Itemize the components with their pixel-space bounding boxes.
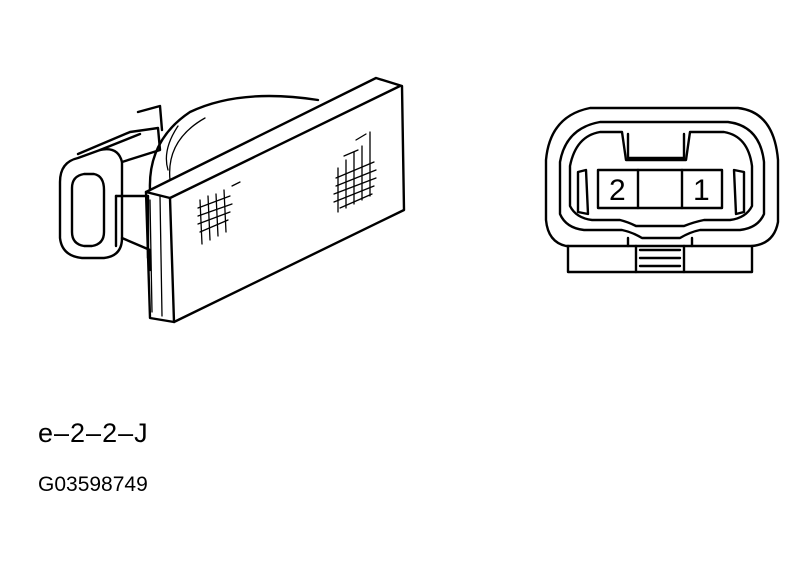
pin-1: 1: [680, 168, 724, 210]
lens-plate: [144, 76, 406, 324]
right-key: [732, 168, 746, 216]
pin-1-label: 1: [693, 174, 710, 207]
component-code: e–2–2–J: [38, 418, 149, 448]
component-perspective-drawing: [58, 76, 406, 324]
pin-2: 2: [596, 168, 640, 210]
bottom-latch: [566, 236, 754, 274]
connector-inner-shell: [558, 120, 766, 240]
lens-texture: [197, 131, 377, 245]
housing-dome: [148, 94, 320, 192]
rear-connector-housing: [58, 104, 164, 272]
pin-2-label: 2: [609, 174, 626, 207]
figure-id: G03598749: [38, 473, 148, 496]
terminal-cavity: [568, 130, 754, 228]
lock-tab: [626, 132, 686, 160]
connector-face-view: 2 1: [544, 106, 780, 274]
connector-outer-shell: [544, 106, 780, 248]
left-key: [576, 168, 590, 216]
